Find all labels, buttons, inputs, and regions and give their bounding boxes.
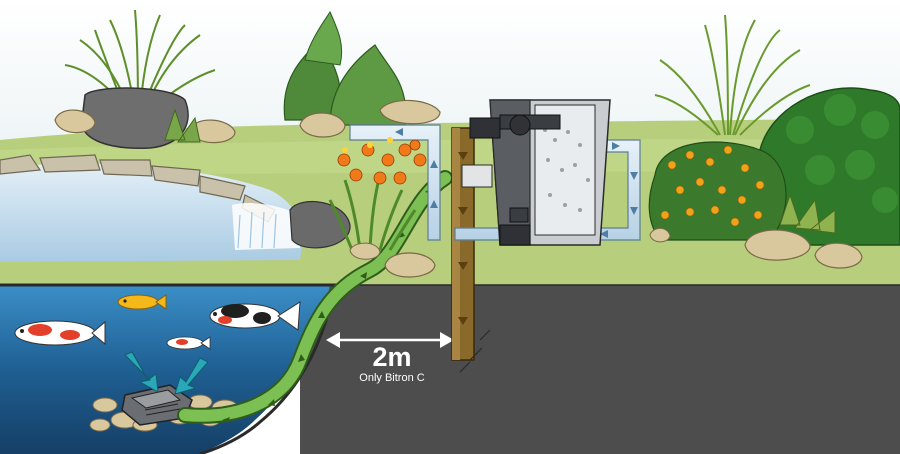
filter-unit — [461, 99, 611, 246]
fern-left — [164, 108, 201, 143]
koi-fish-1 — [14, 320, 106, 346]
intake-arrows — [124, 351, 209, 395]
koi-fish-2 — [209, 301, 301, 331]
distance-label: 2m — [372, 342, 411, 372]
distance-caption: Only Bitron C — [359, 372, 424, 384]
flowering-shrub — [648, 141, 787, 241]
return-pipe — [349, 124, 641, 241]
ground-section — [300, 285, 900, 454]
koi-fish-small — [166, 336, 211, 350]
drain-arrows — [458, 152, 468, 325]
pond-water — [0, 285, 330, 454]
distance-marker — [326, 332, 454, 348]
stone-by-filter — [384, 252, 436, 278]
marigold-flowers — [660, 145, 765, 227]
goldfish — [117, 294, 167, 310]
fern-right — [779, 193, 836, 234]
grass-clump-right — [654, 14, 811, 136]
waterfall — [232, 203, 300, 250]
iris-plants — [328, 137, 427, 251]
